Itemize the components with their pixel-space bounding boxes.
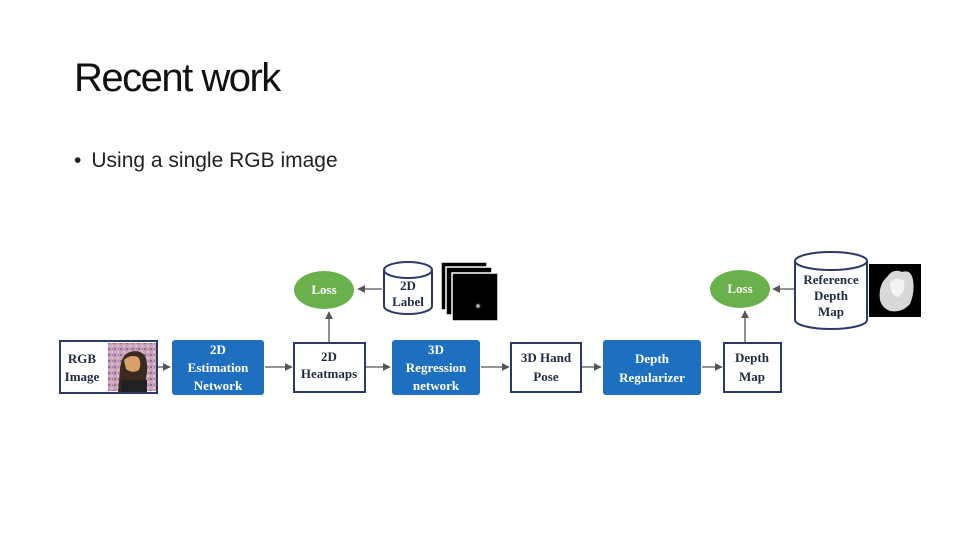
bullet-text: Using a single RGB image xyxy=(91,149,338,172)
estimation-line-2: Estimation xyxy=(188,360,249,375)
label-2d-cylinder: 2D Label xyxy=(383,261,433,315)
heatmaps-line-2: Heatmaps xyxy=(301,366,357,381)
depth-map-line-1: Depth xyxy=(735,350,770,365)
regression-line-3: network xyxy=(413,378,460,393)
estimation-line-1: 2D xyxy=(210,342,226,357)
loss-right-label: Loss xyxy=(727,281,752,296)
reference-line-1: Reference xyxy=(803,272,859,287)
bullet-item: • Using a single RGB image xyxy=(74,149,338,173)
label-heatmap-stack xyxy=(440,261,499,322)
rgb-image-box: RGB Image xyxy=(59,340,158,394)
regression-line-2: Regression xyxy=(406,360,467,375)
heatmaps-box: 2D Heatmaps xyxy=(293,342,366,393)
depth-image-thumbnail xyxy=(869,264,921,317)
rgb-image-line-1: RGB xyxy=(68,351,97,366)
regularizer-line-1: Depth xyxy=(635,351,670,366)
hand-photo-thumbnail xyxy=(108,343,156,392)
depth-map-box: Depth Map xyxy=(723,342,782,393)
slide-title: Recent work xyxy=(74,56,281,100)
depth-regularizer-box: Depth Regularizer xyxy=(603,340,701,395)
hand-pose-line-2: Pose xyxy=(533,369,559,384)
reference-line-3: Map xyxy=(818,304,844,319)
depth-map-line-2: Map xyxy=(739,369,765,384)
regression-network-box: 3D Regression network xyxy=(392,340,480,395)
hand-pose-box: 3D Hand Pose xyxy=(510,342,582,393)
pipeline-arrows xyxy=(157,285,794,371)
hand-pose-line-1: 3D Hand xyxy=(521,350,572,365)
regularizer-line-2: Regularizer xyxy=(619,370,685,385)
label-2d-line-1: 2D xyxy=(400,278,416,293)
loss-left-label: Loss xyxy=(311,282,336,297)
label-2d-line-2: Label xyxy=(392,294,424,309)
reference-line-2: Depth xyxy=(814,288,849,303)
estimation-line-3: Network xyxy=(194,378,243,393)
bullet-dot: • xyxy=(74,149,82,172)
heatmaps-line-1: 2D xyxy=(321,349,337,364)
rgb-image-line-2: Image xyxy=(65,369,100,384)
estimation-network-box: 2D Estimation Network xyxy=(172,340,264,395)
loss-right-node: Loss xyxy=(710,270,770,308)
reference-depth-map-cylinder: Reference Depth Map xyxy=(794,251,868,330)
regression-line-1: 3D xyxy=(428,342,444,357)
loss-left-node: Loss xyxy=(294,271,354,309)
